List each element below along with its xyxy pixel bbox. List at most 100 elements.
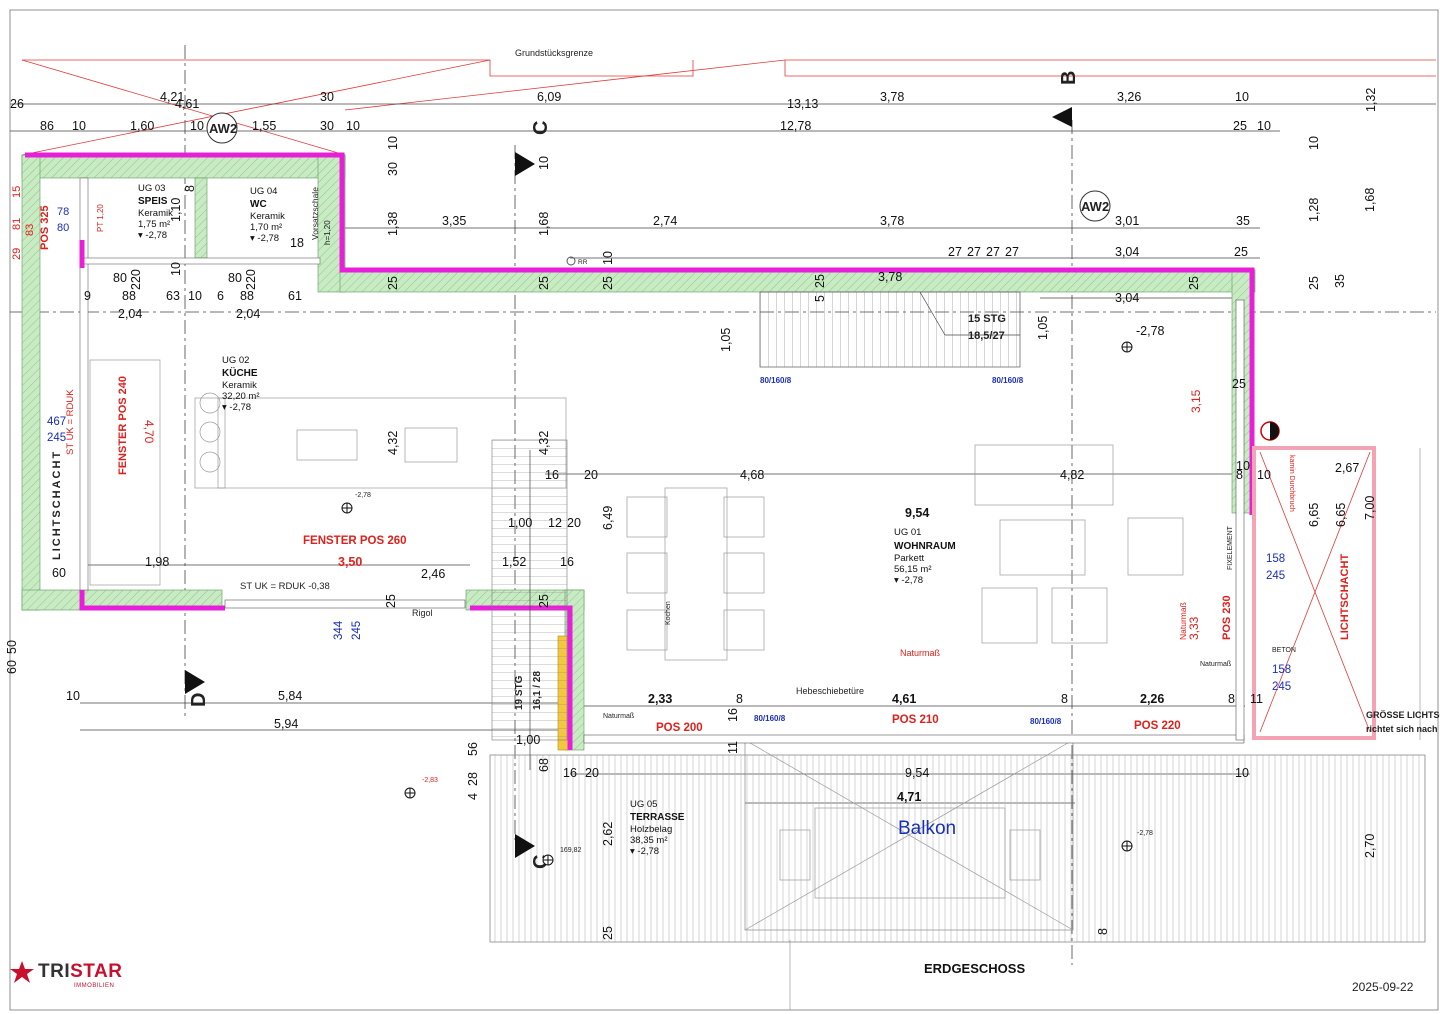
plan-annotation: 245 [351,621,363,640]
plan-annotation: 3,15 [1189,389,1203,413]
plan-annotation: 25 [384,594,398,608]
plan-annotation: 20 [584,468,598,482]
plan-annotation: 1,75 m² [138,219,170,230]
plan-annotation: UG 05 [630,799,657,810]
plan-annotation: Kochen [665,601,672,625]
plan-annotation: 3,78 [880,214,904,228]
plan-annotation: 4,32 [386,431,400,455]
plan-annotation: 158 [1266,553,1285,565]
top-dimensions: 26 4,21 4,61 30 6,09 13,13 3,78 3,26 10 … [10,88,1378,133]
plan-annotation: 2,67 [1335,461,1359,475]
plan-annotation: 18 [290,236,304,250]
plan-annotation: 30 [320,90,334,104]
plan-annotation: 2,04 [118,307,142,321]
plan-annotation: 30 [320,119,334,133]
plan-annotation: UG 02 [222,355,249,366]
plan-annotation: 6,65 [1334,503,1348,527]
plan-annotation: Naturmaß [603,713,634,720]
plan-annotation: 3,04 [1115,245,1139,259]
plan-annotation: 1,32 [1364,88,1378,112]
plan-annotation: AW2 [209,121,237,136]
window-pos-230 [1235,299,1245,741]
logo-subtitle: IMMOBILIEN [74,983,115,989]
plan-annotation: 467 [47,416,66,428]
plan-annotation: 8 [1061,692,1068,706]
plan-annotation: 2,70 [1363,834,1377,858]
plan-annotation: 78 [57,206,69,218]
pos-200: POS 200 [656,722,703,734]
mid-dimensions: 3,35 2,74 3,78 3,01 35 27 27 27 27 3,04 … [386,136,1377,305]
plan-annotation: 61 [288,289,302,303]
plan-annotation: 1,38 [386,212,400,236]
plan-annotation: 25 [1307,276,1321,290]
plan-annotation: 220 [244,269,258,290]
plan-annotation: PT 1,20 [96,204,105,232]
plan-annotation: GRÖSSE LICHTSC [1366,710,1440,720]
plan-annotation: 25 [537,594,551,608]
plan-annotation: Keramik [222,380,257,391]
left-edge-dims: 50 60 [5,640,19,674]
plan-annotation: 88 [122,289,136,303]
room-wc: UG 04 WC Keramik 1,70 m² ▾ -2,78 [250,186,285,244]
plan-annotation: 25 [1233,119,1247,133]
plan-annotation: 4,61 [175,97,199,111]
plan-annotation: Parkett [894,553,924,564]
plan-annotation: 3,26 [1117,90,1141,104]
plan-annotation: 1,10 [169,198,183,222]
naturmass-label: Naturmaß [900,648,941,658]
plan-annotation: 12,78 [780,119,811,133]
plan-annotation: 60 [52,566,66,580]
plan-annotation: 13,13 [787,97,818,111]
plan-annotation: ▾ -2,78 [138,230,167,241]
small-dimensions: 9 88 63 10 6 88 61 2,04 2,04 80 220 10 8… [11,185,304,321]
plan-annotation: 245 [1272,681,1291,693]
plan-annotation: 80 [228,271,242,285]
plan-annotation: 4,70 [142,420,156,444]
plan-annotation: 25 [1234,245,1248,259]
plan-annotation: 28 [466,772,480,786]
plan-annotation: B [1058,71,1080,85]
plan-annotation: 1,00 [516,733,540,747]
dining-furniture [626,487,765,661]
plan-annotation: 2,04 [236,307,260,321]
plan-annotation: 25 [813,274,827,288]
plan-annotation: 10 [1235,90,1249,104]
plan-annotation: Naturmaß [1200,661,1231,668]
room-kueche: UG 02 KÜCHE Keramik 32,20 m² ▾ -2,78 [222,355,260,413]
plan-annotation: 1,52 [502,555,526,569]
logo-brand: TRISTAR [38,961,123,982]
plan-annotation: 10 [188,289,202,303]
plan-annotation: ▾ -2,78 [630,846,659,857]
pos-220: POS 220 [1134,720,1181,732]
plan-annotation: 27 [948,245,962,259]
plan-annotation: 8 [1228,692,1235,706]
plan-annotation: 16 [563,766,577,780]
plan-annotation: Naturmaß [1178,602,1188,640]
plan-annotation: 25 [601,926,615,940]
plan-annotation: 5 [813,295,827,302]
plan-annotation: 25 [1187,276,1201,290]
plan-annotation: 2,33 [648,692,672,706]
plan-annotation: 3,78 [880,90,904,104]
plan-annotation: 2,26 [1140,692,1164,706]
plan-annotation: 35 [1333,274,1347,288]
pos-325: POS 325 [39,205,51,250]
plan-date: 2025-09-22 [1352,980,1414,994]
plan-annotation: 10 [1307,136,1321,150]
axis-marker-aw2-mid: AW2 [1079,190,1111,222]
axis-marker-aw2-top: AW2 [206,112,238,144]
plan-annotation: 4,71 [897,790,921,804]
plan-annotation: 5,84 [278,689,302,703]
plan-annotation: 10 [66,689,80,703]
plan-annotation: -2,78 [355,492,371,499]
plan-annotation: 16 [545,468,559,482]
property-boundary [21,59,1436,156]
plan-annotation: 1,68 [537,212,551,236]
plan-annotation: 1,05 [1036,316,1050,340]
plan-annotation: -2,78 [1137,830,1153,837]
plan-annotation: 3,35 [442,214,466,228]
plan-annotation: UG 01 [894,527,921,538]
plan-annotation: 25 [601,276,615,290]
rigol-label: Rigol [412,608,433,618]
